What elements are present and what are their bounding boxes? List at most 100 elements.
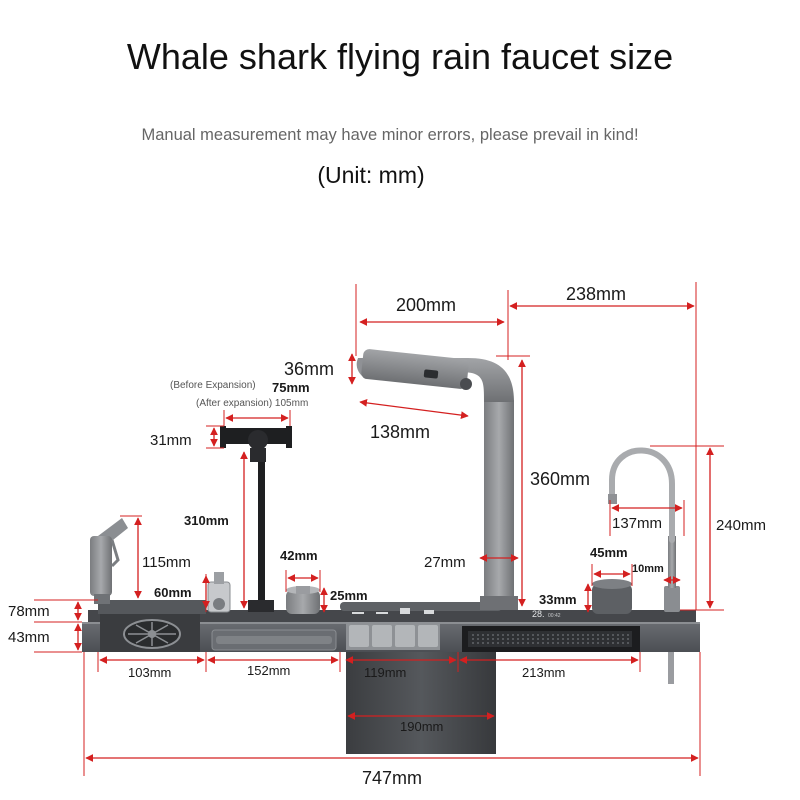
grille-dot bbox=[477, 634, 479, 636]
grille-dot bbox=[537, 638, 539, 640]
grille-dot bbox=[587, 642, 589, 644]
grille-dot bbox=[507, 642, 509, 644]
dim-36: 36mm bbox=[284, 359, 334, 379]
dim-152: 152mm bbox=[247, 663, 290, 678]
grille-dot bbox=[627, 634, 629, 636]
grille-dot bbox=[577, 642, 579, 644]
grille-dot bbox=[612, 642, 614, 644]
right-knob bbox=[592, 579, 632, 614]
grille-dot bbox=[527, 634, 529, 636]
grille-dot bbox=[627, 642, 629, 644]
page-subtitle: Manual measurement may have minor errors… bbox=[141, 126, 639, 144]
grille-dot bbox=[502, 634, 504, 636]
grille-dot bbox=[577, 638, 579, 640]
grille-dot bbox=[582, 634, 584, 636]
grille-dot bbox=[587, 638, 589, 640]
grille-dot bbox=[592, 638, 594, 640]
gooseneck-faucet bbox=[608, 447, 676, 588]
grille-dot bbox=[547, 638, 549, 640]
dim-310: 310mm bbox=[184, 513, 229, 528]
grille-dot bbox=[477, 642, 479, 644]
grille-dot bbox=[522, 638, 524, 640]
grille-dot bbox=[532, 638, 534, 640]
main-faucet bbox=[356, 349, 518, 610]
grille-dot bbox=[557, 642, 559, 644]
grille-dot bbox=[537, 634, 539, 636]
drain-grille bbox=[462, 626, 640, 652]
grille-dot bbox=[627, 638, 629, 640]
dim-213: 213mm bbox=[522, 665, 565, 680]
grille-dot bbox=[472, 634, 474, 636]
grille-dot bbox=[602, 638, 604, 640]
grille-dot bbox=[582, 638, 584, 640]
grille-dot bbox=[597, 642, 599, 644]
grille-dot bbox=[592, 634, 594, 636]
dim-43: 43mm bbox=[8, 629, 50, 646]
grille-dot bbox=[592, 642, 594, 644]
grille-dot bbox=[602, 634, 604, 636]
dim-119: 119mm bbox=[364, 665, 406, 680]
grille-dot bbox=[607, 638, 609, 640]
grille-dot bbox=[607, 642, 609, 644]
grille-dot bbox=[487, 634, 489, 636]
grille-dot bbox=[497, 642, 499, 644]
dim-137: 137mm bbox=[612, 515, 662, 532]
under-sink-box bbox=[346, 652, 496, 754]
grille-dot bbox=[582, 642, 584, 644]
grille-dot bbox=[522, 634, 524, 636]
grille-dot bbox=[527, 638, 529, 640]
dim-78: 78mm bbox=[8, 603, 50, 620]
grille-dot bbox=[507, 634, 509, 636]
grille-dot bbox=[517, 638, 519, 640]
grille-dot bbox=[492, 638, 494, 640]
grille-dot bbox=[542, 634, 544, 636]
grille-dot bbox=[612, 638, 614, 640]
dim-360: 360mm bbox=[530, 469, 590, 489]
grille-dot bbox=[552, 638, 554, 640]
grille-dot bbox=[482, 634, 484, 636]
grille-dot bbox=[552, 634, 554, 636]
grille-dot bbox=[622, 642, 624, 644]
grille-dot bbox=[602, 642, 604, 644]
grille-dot bbox=[617, 634, 619, 636]
deck-touch-icons bbox=[352, 608, 434, 614]
grille-dot bbox=[487, 642, 489, 644]
grille-dot bbox=[562, 638, 564, 640]
label-after-expansion: (After expansion) 105mm bbox=[196, 398, 308, 409]
grille-dot bbox=[597, 634, 599, 636]
grille-dot bbox=[537, 642, 539, 644]
grille-dot bbox=[607, 634, 609, 636]
dim-27: 27mm bbox=[424, 554, 466, 571]
grille-dot bbox=[517, 642, 519, 644]
dimension-lines bbox=[34, 282, 724, 776]
grille-dot bbox=[612, 634, 614, 636]
grille-dot bbox=[542, 638, 544, 640]
left-ledge bbox=[98, 600, 206, 614]
dim-240: 240mm bbox=[716, 517, 766, 534]
small-cylinder bbox=[664, 586, 680, 612]
dim-115: 115mm bbox=[142, 554, 191, 571]
grille-dot bbox=[552, 642, 554, 644]
grille-dot bbox=[477, 638, 479, 640]
filter-rod bbox=[668, 652, 674, 684]
grille-dot bbox=[527, 642, 529, 644]
dim-60: 60mm bbox=[154, 585, 192, 600]
rotary-knob bbox=[286, 586, 320, 614]
dim-138: 138mm bbox=[370, 422, 430, 442]
grille-dot bbox=[522, 642, 524, 644]
display-readout: 28. bbox=[532, 609, 545, 619]
grille-dot bbox=[532, 642, 534, 644]
grille-dot bbox=[572, 638, 574, 640]
dim-75: 75mm bbox=[272, 380, 310, 395]
grille-dot bbox=[587, 634, 589, 636]
label-before-expansion: (Before Expansion) bbox=[170, 380, 256, 391]
dim-31: 31mm bbox=[150, 432, 192, 449]
grille-dot bbox=[482, 642, 484, 644]
grille-dot bbox=[472, 642, 474, 644]
dim-42: 42mm bbox=[280, 548, 318, 563]
sink-deck bbox=[88, 610, 696, 624]
spray-gun bbox=[90, 518, 128, 604]
control-button-panel bbox=[346, 622, 440, 650]
page-title: Whale shark flying rain faucet size bbox=[126, 36, 674, 77]
